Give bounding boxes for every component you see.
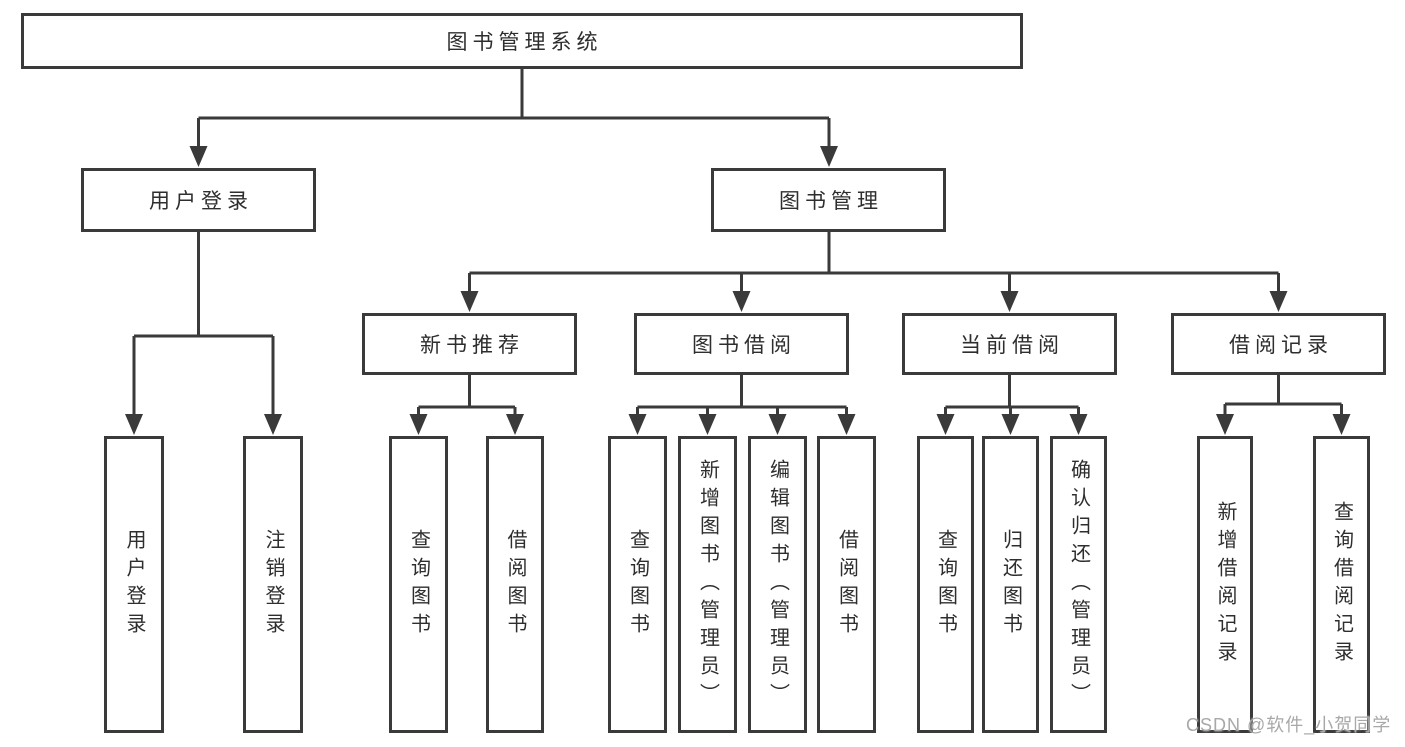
leaf-recommend-query-books: 查询图书	[389, 436, 448, 733]
leaf-borrowing-query-books: 查询图书	[608, 436, 667, 733]
node-user-login: 用户登录	[81, 168, 316, 232]
leaf-borrowing-add-books-admin: 新增图书（管理员）	[678, 436, 737, 733]
leaf-current-confirm-return-admin: 确认归还（管理员）	[1050, 436, 1107, 733]
leaf-current-query-books: 查询图书	[917, 436, 974, 733]
node-new-book-recommend: 新书推荐	[362, 313, 577, 375]
leaf-borrowing-borrow-books: 借阅图书	[817, 436, 876, 733]
node-root-library-system: 图书管理系统	[21, 13, 1023, 69]
node-book-management: 图书管理	[711, 168, 946, 232]
leaf-logout: 注销登录	[243, 436, 303, 733]
leaf-records-query-borrow-record: 查询借阅记录	[1313, 436, 1370, 733]
csdn-watermark: CSDN @软件_小贺同学	[1186, 715, 1392, 735]
leaf-records-add-borrow-record: 新增借阅记录	[1197, 436, 1253, 733]
leaf-borrowing-edit-books-admin: 编辑图书（管理员）	[748, 436, 807, 733]
node-current-borrowing: 当前借阅	[902, 313, 1117, 375]
node-borrowing-records: 借阅记录	[1171, 313, 1386, 375]
node-book-borrowing: 图书借阅	[634, 313, 849, 375]
leaf-recommend-borrow-books: 借阅图书	[486, 436, 544, 733]
leaf-user-login: 用户登录	[104, 436, 164, 733]
leaf-current-return-books: 归还图书	[982, 436, 1039, 733]
